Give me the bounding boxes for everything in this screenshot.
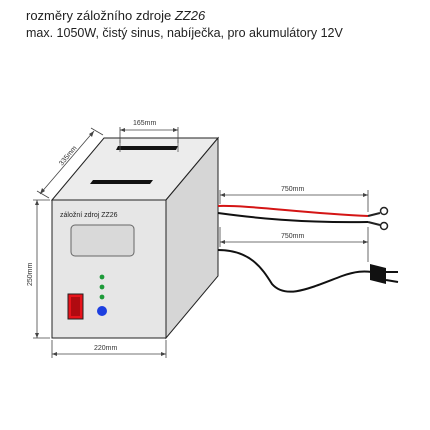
- ring-terminal-icon: [367, 206, 389, 231]
- device-label: záložní zdroj ZZ26: [60, 212, 118, 219]
- top-slot-back: [116, 146, 178, 150]
- battery-cable-red: [217, 204, 369, 217]
- label-depth: 335mm: [58, 145, 78, 168]
- power-cord: [217, 249, 373, 293]
- dimension-width: [51, 340, 167, 358]
- display-window: [70, 224, 135, 257]
- label-slot-width: 165mm: [133, 120, 157, 127]
- plug-icon: [370, 264, 399, 284]
- power-switch-rocker: [71, 297, 80, 316]
- blue-button: [97, 306, 107, 316]
- dimension-power-cable: [219, 227, 369, 262]
- label-height: 250mm: [27, 262, 34, 286]
- diagram-subtitle: max. 1050W, čistý sinus, nabíječka, pro …: [26, 26, 343, 40]
- led-indicator: [99, 274, 105, 280]
- label-battery-cable: 750mm: [281, 186, 305, 193]
- top-slot-front: [90, 180, 153, 184]
- dimension-depth: [36, 127, 104, 199]
- title-prefix: rozměry záložního zdroje: [26, 8, 175, 23]
- diagram-title: rozměry záložního zdroje ZZ26: [26, 8, 205, 23]
- battery-cable-black: [217, 212, 369, 224]
- label-power-cable: 750mm: [281, 233, 305, 240]
- dimension-height: [33, 199, 50, 339]
- label-width: 220mm: [94, 345, 118, 352]
- dimension-battery-cable: [219, 190, 369, 212]
- dimension-slot-width: [119, 127, 179, 143]
- title-model: ZZ26: [174, 8, 206, 23]
- led-indicator: [99, 284, 105, 290]
- led-indicator: [99, 294, 105, 300]
